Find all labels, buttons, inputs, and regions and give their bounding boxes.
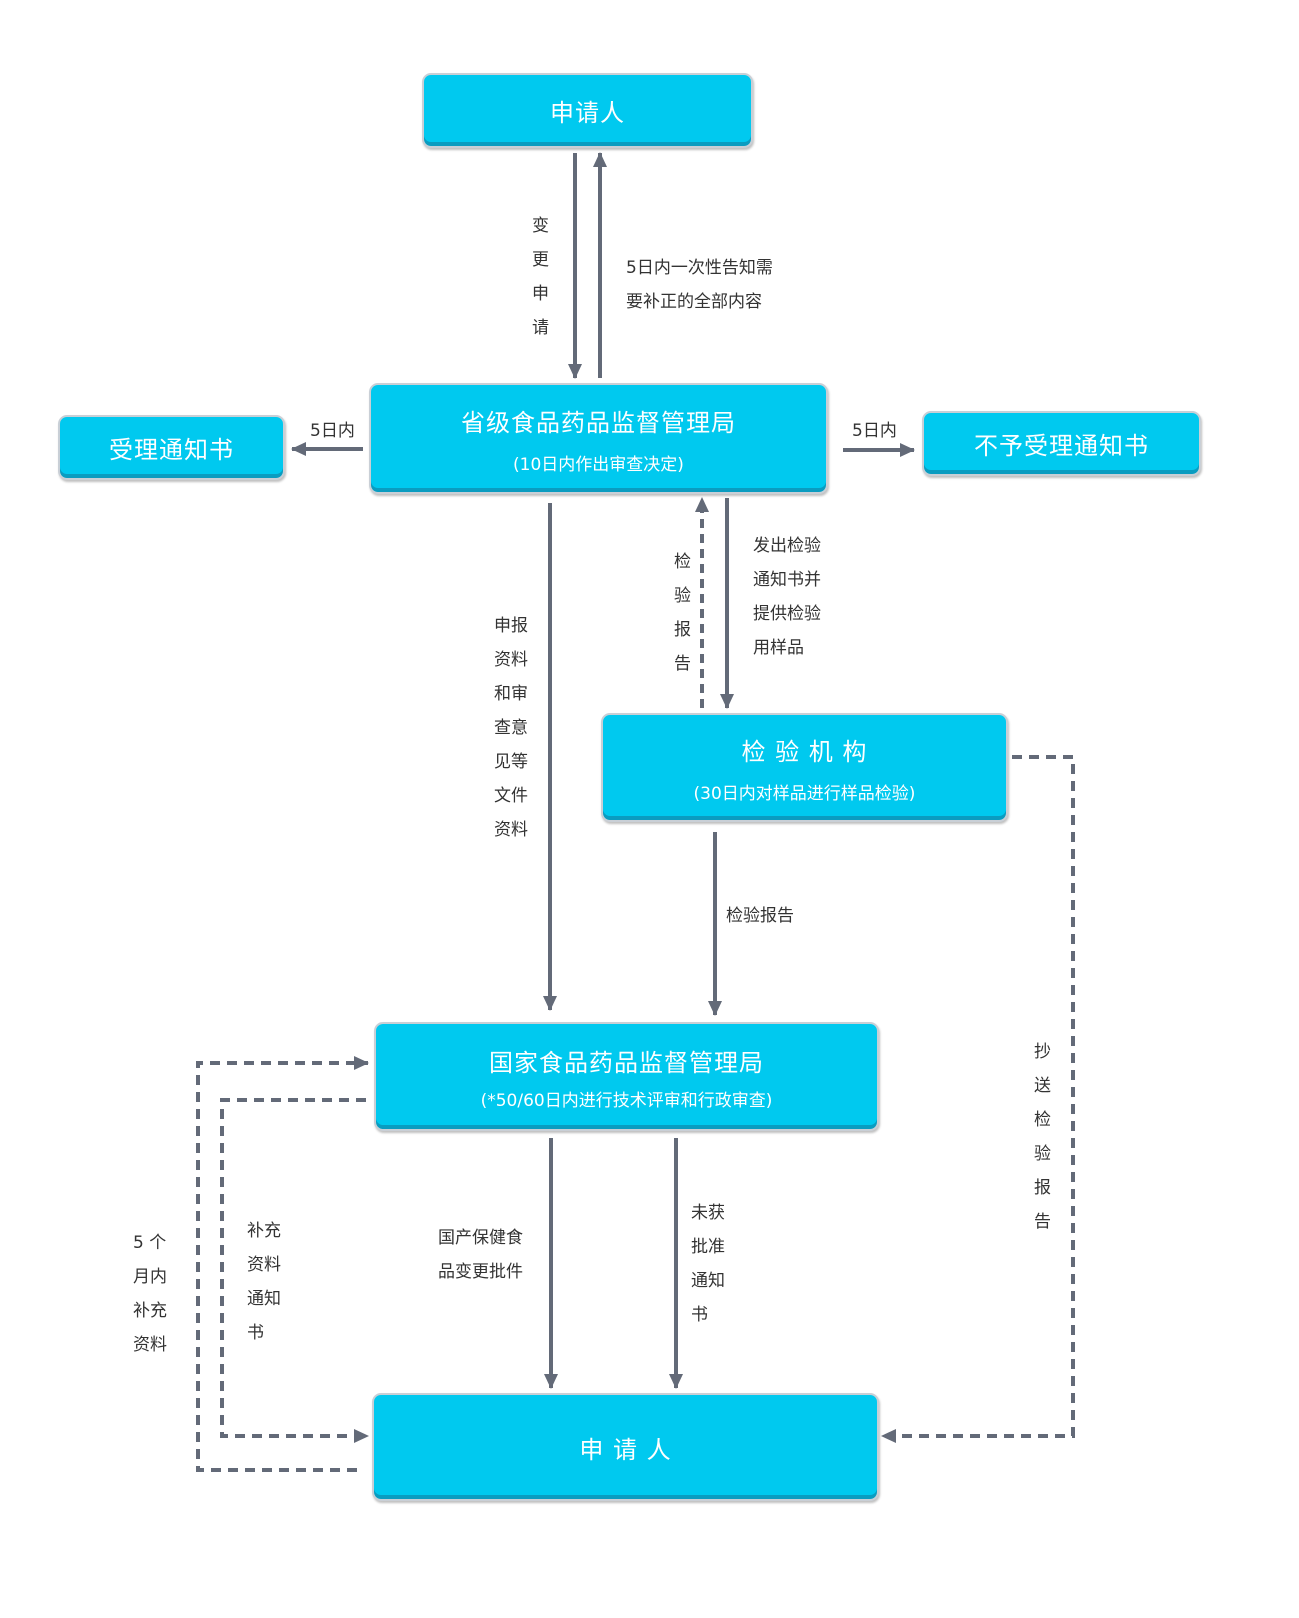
- label-inspection-report-down: 检验报告: [726, 906, 794, 926]
- node-title: 检 验 机 构: [741, 737, 868, 766]
- arrow-supplement-notice: [220, 1098, 369, 1443]
- arrow-supplement-return: [196, 1056, 369, 1472]
- node-rejection-notice: 不予受理通知书: [922, 411, 1201, 476]
- label-approval-document: 国产保健食 品变更批件: [438, 1228, 523, 1282]
- node-applicant-bottom: 申 请 人: [372, 1393, 879, 1501]
- node-inspection-agency: 检 验 机 构 (30日内对样品进行样品检验): [601, 713, 1008, 822]
- label-change-application: 变 更 申 请: [532, 216, 549, 338]
- node-subtitle: (10日内作出审查决定): [513, 454, 684, 475]
- label-supplement-5-months: 5 个 月内 补充 资料: [133, 1233, 167, 1355]
- node-title: 国家食品药品监督管理局: [489, 1048, 764, 1077]
- label-inspection-report-up: 检 验 报 告: [674, 552, 691, 674]
- label-copy-report: 抄 送 检 验 报 告: [1034, 1042, 1051, 1232]
- node-subtitle: (30日内对样品进行样品检验): [693, 783, 916, 804]
- node-provincial-fda: 省级食品药品监督管理局 (10日内作出审查决定): [369, 383, 828, 494]
- label-notify-corrections: 5日内一次性告知需 要补正的全部内容: [626, 258, 773, 312]
- node-applicant-top: 申请人: [422, 73, 753, 148]
- node-title: 省级食品药品监督管理局: [461, 408, 736, 437]
- label-within-5-days-right: 5日内: [852, 421, 897, 441]
- arrow-copy-report: [881, 755, 1075, 1443]
- label-not-approved: 未获 批准 通知 书: [691, 1203, 725, 1325]
- node-acceptance-notice: 受理通知书: [58, 415, 285, 480]
- node-title: 受理通知书: [109, 436, 234, 464]
- label-supplement-notice: 补充 资料 通知 书: [247, 1221, 281, 1343]
- label-submit-documents: 申报 资料 和审 查意 见等 文件 资料: [494, 616, 528, 840]
- node-title: 申请人: [550, 99, 625, 127]
- node-subtitle: (*50/60日内进行技术评审和行政审查): [480, 1090, 773, 1111]
- label-within-5-days-left: 5日内: [310, 421, 355, 441]
- node-title: 不予受理通知书: [974, 432, 1149, 460]
- node-national-fda: 国家食品药品监督管理局 (*50/60日内进行技术评审和行政审查): [374, 1022, 879, 1131]
- node-title: 申 请 人: [579, 1435, 672, 1464]
- label-issue-inspection: 发出检验 通知书并 提供检验 用样品: [753, 536, 821, 658]
